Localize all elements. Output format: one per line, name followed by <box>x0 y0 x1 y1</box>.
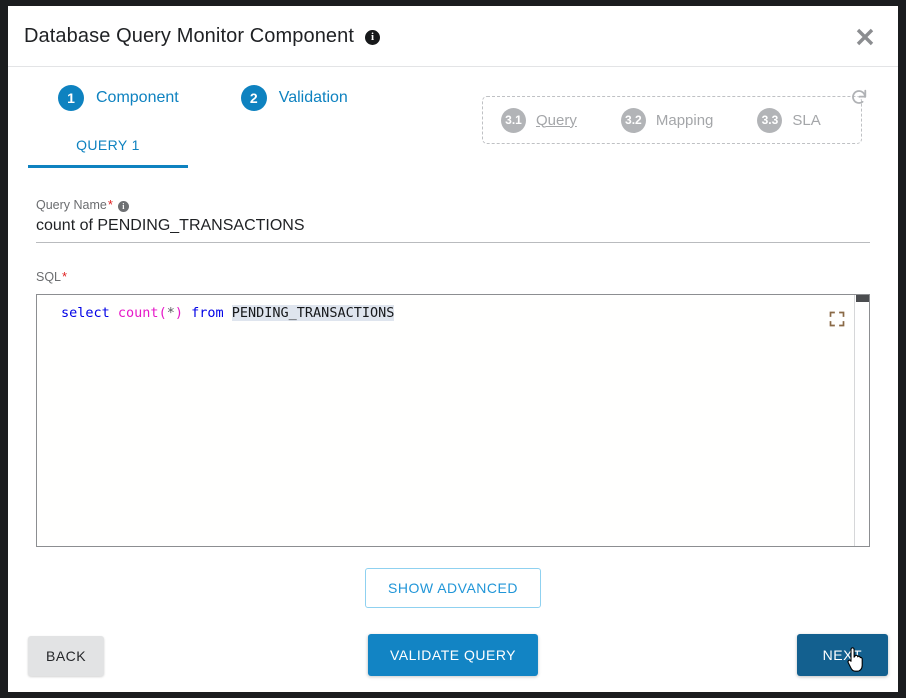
wizard-substep-query[interactable]: 3.1 Query <box>501 107 577 133</box>
sql-token-function: count <box>117 305 159 321</box>
sql-token-space <box>110 305 118 321</box>
sql-label: SQL* <box>36 269 870 284</box>
sql-token-paren-open: ( <box>158 305 167 321</box>
sql-token-space <box>183 305 191 321</box>
show-advanced-button[interactable]: SHOW ADVANCED <box>365 568 541 608</box>
step-number-badge: 2 <box>240 85 267 111</box>
wizard-substep-sla[interactable]: 3.3 SLA <box>757 107 821 133</box>
tab-query-1[interactable]: QUERY 1 <box>28 133 188 168</box>
sql-token-space <box>224 305 232 321</box>
page-title: Database Query Monitor Component <box>24 24 355 47</box>
substep-label: SLA <box>792 111 821 129</box>
sql-editor[interactable]: select count(*) from PENDING_TRANSACTION… <box>36 294 870 547</box>
step-number-badge: 1 <box>58 85 84 111</box>
validate-query-button[interactable]: VALIDATE QUERY <box>367 634 539 676</box>
wizard-steps: 1 Component 2 Validation <box>8 67 898 129</box>
advanced-row: SHOW ADVANCED <box>36 568 870 608</box>
next-button[interactable]: NEXT <box>796 634 888 676</box>
wizard-substep-mapping[interactable]: 3.2 Mapping <box>620 107 714 133</box>
required-marker: * <box>62 269 68 284</box>
fullscreen-icon[interactable] <box>829 311 845 327</box>
sql-editor-scrollbar[interactable] <box>854 295 869 546</box>
modal-dialog: Database Query Monitor Component i 1 Com… <box>8 6 898 692</box>
back-button[interactable]: BACK <box>28 636 105 676</box>
substep-number-badge: 3.2 <box>620 107 646 133</box>
wizard-step-component[interactable]: 1 Component <box>58 85 179 111</box>
wizard-substeps-group: 3.1 Query 3.2 Mapping 3.3 SLA <box>482 89 867 144</box>
sql-label-text: SQL <box>36 269 62 284</box>
refresh-icon[interactable] <box>849 87 869 107</box>
sql-token-star: * <box>166 305 175 321</box>
wizard-step-validation[interactable]: 2 Validation <box>240 85 348 111</box>
dialog-title-bar: Database Query Monitor Component i <box>8 6 898 67</box>
required-marker: * <box>107 197 113 212</box>
close-icon[interactable] <box>852 24 878 50</box>
sql-token-keyword: from <box>191 305 224 321</box>
query-name-label: Query Name* i <box>36 197 870 212</box>
query-tabs: QUERY 1 <box>8 133 898 171</box>
substep-label: Query <box>536 111 577 129</box>
substep-label: Mapping <box>655 111 714 129</box>
step-label: Validation <box>278 89 348 106</box>
form-area: Query Name* i SQL* select count(*) from … <box>8 197 898 608</box>
sql-token-paren-close: ) <box>174 305 183 321</box>
substep-number-badge: 3.1 <box>501 107 526 133</box>
sql-token-identifier: PENDING_TRANSACTIONS <box>231 305 395 321</box>
sql-editor-scroll-thumb[interactable] <box>856 295 869 302</box>
step-label: Component <box>96 89 179 106</box>
query-name-input[interactable] <box>36 214 870 243</box>
sql-token-keyword: select <box>61 305 110 321</box>
query-name-info-icon[interactable]: i <box>117 201 129 212</box>
query-name-label-text: Query Name <box>36 197 107 212</box>
title-info-icon[interactable]: i <box>365 29 381 45</box>
dialog-footer: BACK VALIDATE QUERY NEXT <box>8 630 898 680</box>
sql-code-line[interactable]: select count(*) from PENDING_TRANSACTION… <box>37 295 869 323</box>
substep-number-badge: 3.3 <box>757 107 783 133</box>
